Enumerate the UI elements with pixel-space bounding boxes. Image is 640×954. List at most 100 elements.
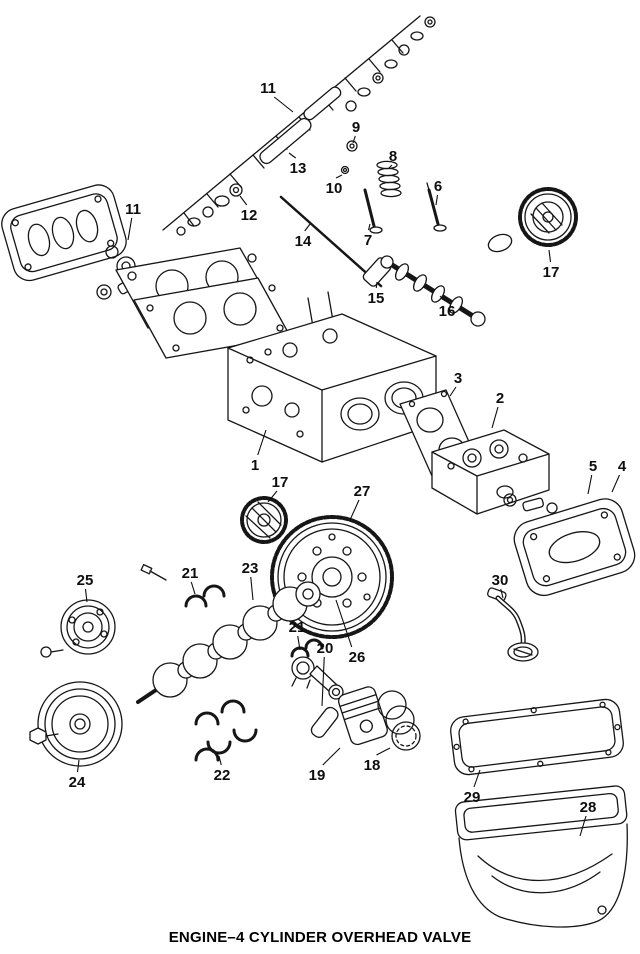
callout-leader-line [273,96,294,113]
callout-8[interactable]: 8 [388,148,397,169]
callout-number[interactable]: 2 [496,390,504,407]
callout-23[interactable]: 23 [242,560,259,601]
rocker-parts-row [345,16,436,112]
idler-pulley [40,599,116,658]
connecting-rod [291,656,344,700]
callout-number[interactable]: 27 [354,483,371,500]
callout-28[interactable]: 28 [579,799,597,837]
callout-leader-line [335,174,343,179]
callout-leader-line [127,217,133,241]
callout-17[interactable]: 17 [543,249,560,281]
valve-cover-right [513,498,636,597]
callout-25[interactable]: 25 [77,572,94,603]
callout-leader-line [257,429,267,456]
callout-number[interactable]: 30 [492,572,509,589]
callout-number[interactable]: 25 [77,572,94,589]
callout-21[interactable]: 21 [289,619,306,651]
crankshaft [136,581,321,704]
callout-19[interactable]: 19 [309,747,341,784]
callout-number[interactable]: 10 [326,180,343,197]
crank-pulley [37,681,123,767]
callout-number[interactable]: 21 [289,619,306,636]
callout-27[interactable]: 27 [349,483,371,521]
callout-number[interactable]: 7 [364,232,372,249]
callout-11[interactable]: 11 [125,201,141,241]
callout-4[interactable]: 4 [611,458,627,493]
callout-6[interactable]: 6 [434,178,442,206]
callout-number[interactable]: 12 [241,207,258,224]
piston-rings [377,690,421,751]
callout-leader-line [435,194,439,206]
callout-number[interactable]: 17 [272,474,289,491]
callout-number[interactable]: 4 [618,458,627,475]
camshaft [380,255,486,327]
cover-grommets [503,493,558,514]
callout-12[interactable]: 12 [239,195,258,224]
callout-21[interactable]: 21 [182,565,199,595]
callout-number[interactable]: 18 [364,757,381,774]
callout-9[interactable]: 9 [352,119,360,144]
callout-number[interactable]: 21 [182,565,199,582]
callout-leader-line [76,759,80,773]
callout-11[interactable]: 11 [260,80,294,113]
callout-22[interactable]: 22 [214,755,231,784]
callout-number[interactable]: 22 [214,767,231,784]
callout-number[interactable]: 28 [580,799,597,816]
callout-leader-line [190,581,196,595]
callout-2[interactable]: 2 [491,390,504,429]
callout-leader-line [367,223,371,231]
main-bearing-bolt [140,563,167,581]
callout-number[interactable]: 11 [260,80,276,97]
callout-14[interactable]: 14 [295,223,312,250]
callout-20[interactable]: 20 [317,640,334,707]
callout-number[interactable]: 1 [251,457,259,474]
valve-keeper [340,165,350,175]
callout-number[interactable]: 13 [290,160,307,177]
rocker-assembly-fan [162,15,421,231]
callout-leader-line [250,576,254,601]
callout-30[interactable]: 30 [492,572,509,599]
callout-number[interactable]: 29 [464,789,481,806]
callout-number[interactable]: 3 [454,370,462,387]
callout-number[interactable]: 5 [589,458,597,475]
pushrod [279,195,383,288]
callout-7[interactable]: 7 [364,223,372,249]
diagram-title: ENGINE–4 CYLINDER OVERHEAD VALVE [168,929,472,946]
callout-number[interactable]: 20 [317,640,334,657]
callout-leader-line [322,747,341,766]
callout-3[interactable]: 3 [449,370,462,397]
callout-15[interactable]: 15 [368,281,385,307]
cylinder-head-right [431,429,550,515]
callout-29[interactable]: 29 [464,769,481,806]
callout-leader-line [587,474,593,495]
callout-number[interactable]: 24 [69,774,86,791]
callout-leader-line [349,499,360,521]
callout-number[interactable]: 23 [242,560,259,577]
callout-5[interactable]: 5 [587,458,597,495]
callout-10[interactable]: 10 [326,174,343,197]
washer-cluster [176,183,243,236]
callout-leader-line [611,474,621,493]
crankshaft-gear [240,496,288,544]
callout-1[interactable]: 1 [251,429,267,474]
exhaust-valve [426,182,447,232]
callout-24[interactable]: 24 [69,759,86,791]
callout-number[interactable]: 6 [434,178,442,195]
callout-number[interactable]: 8 [389,148,397,165]
callout-number[interactable]: 19 [309,767,326,784]
callout-number[interactable]: 9 [352,119,360,136]
callout-18[interactable]: 18 [364,747,391,774]
callout-number[interactable]: 16 [439,303,456,320]
piston-pin [310,706,339,738]
callout-26[interactable]: 26 [335,599,366,666]
callout-leader-line [376,747,391,756]
callout-number[interactable]: 17 [543,264,560,281]
callout-16[interactable]: 16 [439,295,456,320]
callout-number[interactable]: 11 [125,201,141,218]
callout-number[interactable]: 15 [368,290,385,307]
intake-valve [363,188,383,234]
callout-number[interactable]: 14 [295,233,312,250]
callout-number[interactable]: 26 [349,649,366,666]
callout-17[interactable]: 17 [267,474,289,503]
callout-13[interactable]: 13 [288,152,307,177]
